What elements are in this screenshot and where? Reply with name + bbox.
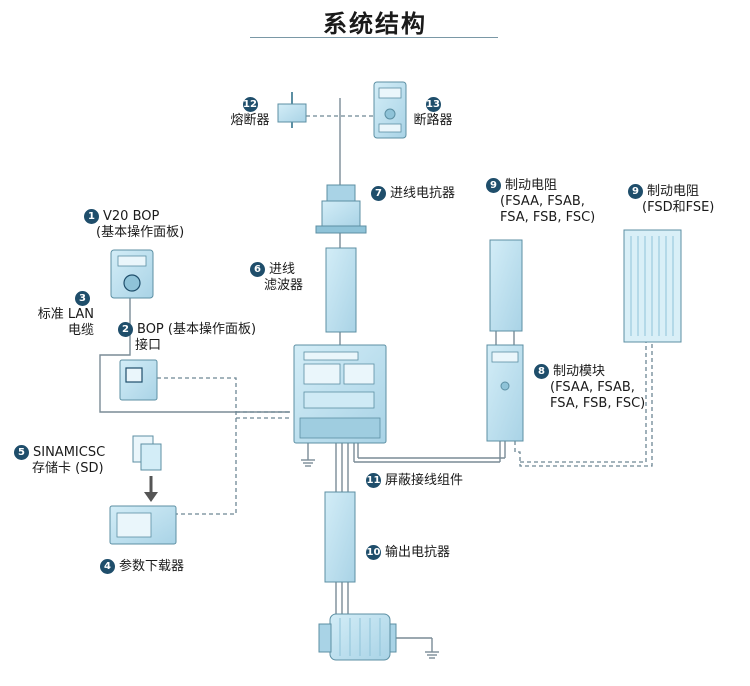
wiring xyxy=(99,98,515,659)
badge-13: 13 xyxy=(425,97,441,112)
label-lan-cable: 3 标准 LAN 电缆 xyxy=(37,291,94,338)
badge-4: 4 xyxy=(100,559,115,574)
badge-10: 10 xyxy=(366,545,381,560)
badge-7: 7 xyxy=(371,186,386,201)
badge-3: 3 xyxy=(75,291,90,306)
badge-12: 12 xyxy=(242,97,258,112)
badge-9b: 9 xyxy=(628,184,643,199)
label-fuse: 12 熔断器 xyxy=(230,97,270,128)
parameter-loader-device xyxy=(109,505,177,545)
badge-6: 6 xyxy=(250,262,265,277)
badge-1: 1 xyxy=(84,209,99,224)
fuse-device xyxy=(277,92,307,128)
line-filter-device xyxy=(325,247,357,333)
motor-device xyxy=(318,613,397,661)
braking-module-device xyxy=(486,344,524,442)
sd-card-device xyxy=(132,435,162,502)
badge-11: 11 xyxy=(366,473,381,488)
v20-bop-device xyxy=(110,249,154,299)
title-underline xyxy=(250,37,498,38)
inverter-device xyxy=(293,344,387,444)
braking-resistor-device xyxy=(489,239,523,332)
bop-interface-device xyxy=(119,359,158,401)
dashed-wiring xyxy=(157,115,653,515)
braking-resistor-fsd-fse-device xyxy=(623,229,682,343)
output-reactor-device xyxy=(324,491,356,583)
circuit-breaker-device xyxy=(373,81,407,139)
line-reactor-device xyxy=(315,184,367,234)
badge-2: 2 xyxy=(118,322,133,337)
page-title: 系统结构 xyxy=(323,10,427,38)
badge-9a: 9 xyxy=(486,178,501,193)
badge-5: 5 xyxy=(14,445,29,460)
label-circuit-breaker: 13 断路器 xyxy=(413,97,453,128)
badge-8: 8 xyxy=(534,364,549,379)
